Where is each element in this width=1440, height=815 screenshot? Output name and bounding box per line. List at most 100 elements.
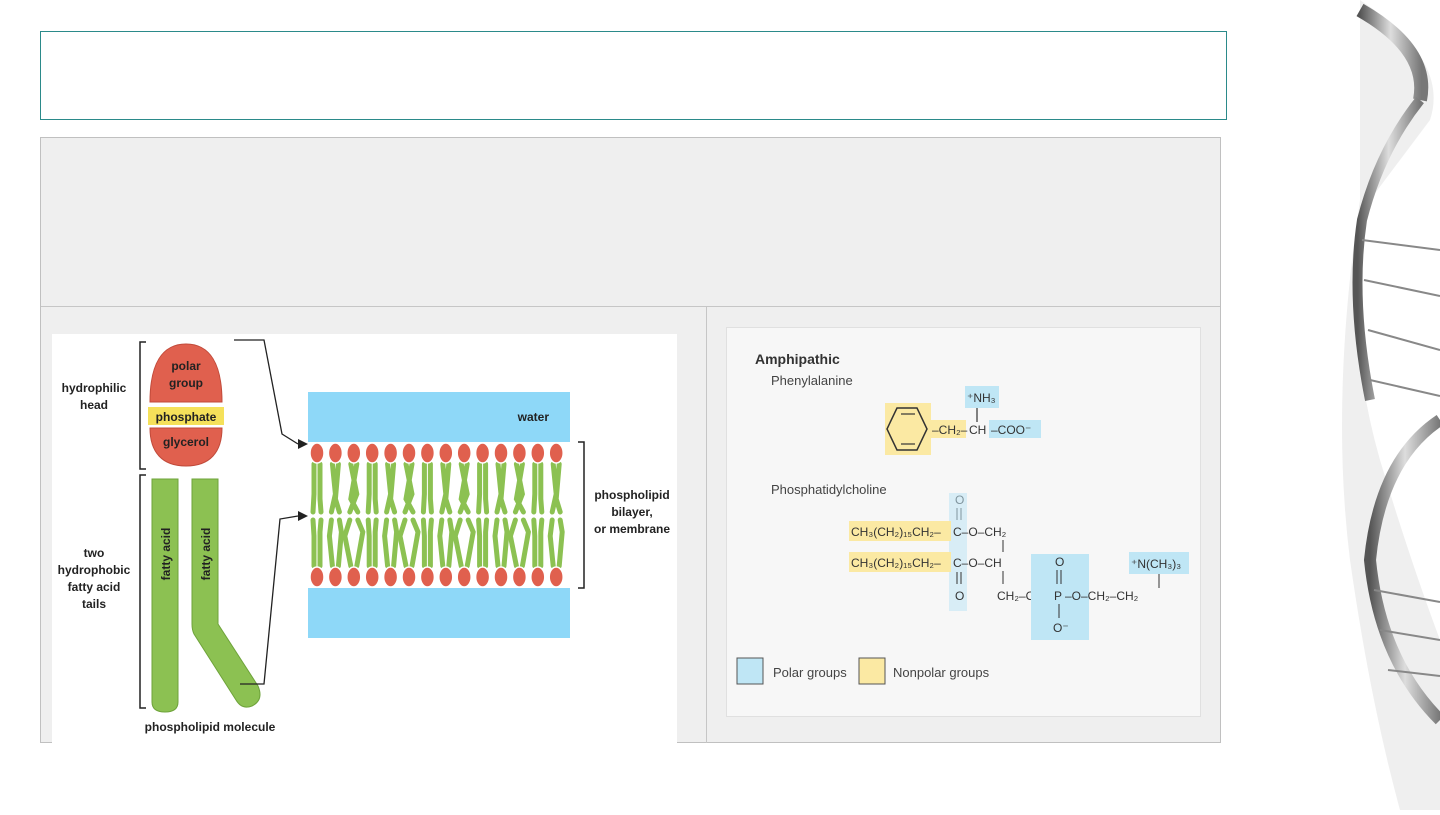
lipid-head-top	[401, 442, 417, 464]
lipid-tail-top	[549, 461, 563, 515]
lipid-tail-top	[384, 461, 398, 515]
chain-2: CH₃(CH₂)₁₅CH₂–	[851, 556, 941, 570]
glycerol-label: glycerol	[163, 435, 209, 449]
lipid-head-top	[309, 442, 325, 464]
lipid-tail-bottom	[452, 517, 476, 569]
lipid-tail-top	[420, 461, 434, 515]
phe-coo: –COO⁻	[991, 423, 1031, 437]
header-divider	[41, 306, 1220, 307]
lipid-head-bottom	[364, 566, 380, 588]
lipid-tail-bottom	[437, 517, 455, 569]
lipid-tail-bottom	[397, 517, 421, 569]
lipid-head-bottom	[511, 566, 528, 588]
ester-1: C–O–CH₂	[953, 525, 1007, 539]
lipid-tail-top	[531, 461, 545, 515]
lipid-tail-bottom	[342, 517, 366, 569]
lipid-tail-bottom	[310, 517, 324, 569]
lipid-tail-top	[439, 461, 453, 515]
lipid-head-bottom	[456, 566, 472, 588]
legend-polar-swatch	[736, 657, 764, 685]
lipid-head-bottom	[401, 566, 417, 588]
lipid-head-top	[493, 442, 509, 464]
bilayer-label-2: bilayer,	[611, 505, 652, 519]
polar-head-shape	[149, 343, 223, 403]
tails-label-4: tails	[82, 597, 106, 611]
amphipathic-figure: Amphipathic Phenylalanine –CH₂– CH ⁺NH₃ …	[726, 327, 1201, 717]
lipid-head-bottom	[474, 566, 491, 588]
lipid-head-top	[364, 442, 380, 464]
lipid-head-top	[382, 442, 399, 464]
fatty-acid-label-1: fatty acid	[159, 528, 173, 581]
lipid-head-top	[511, 442, 528, 464]
amphipathic-heading: Amphipathic	[755, 351, 840, 367]
lipid-head-top	[419, 442, 436, 464]
title-placeholder	[40, 31, 1227, 120]
hydrophilic-label-2: head	[80, 398, 108, 412]
svg-text:O: O	[955, 589, 964, 603]
chain-1: CH₃(CH₂)₁₅CH₂–	[851, 525, 941, 539]
lipid-head-top	[438, 442, 454, 464]
lipid-tail-bottom	[326, 517, 344, 569]
decorative-helix-image	[1340, 0, 1440, 810]
content-panel: hydrophilic head two hydrophobic fatty a…	[40, 137, 1221, 744]
lipid-head-bottom	[438, 566, 454, 588]
phosphorus: P	[1054, 589, 1062, 603]
backbone: CH₂–O–	[997, 589, 1042, 603]
tails-label-2: hydrophobic	[58, 563, 131, 577]
phosphatidylcholine-label: Phosphatidylcholine	[771, 482, 887, 497]
phosphate-polar-box	[1031, 554, 1089, 640]
phosphate-o-bottom: O⁻	[1053, 621, 1069, 635]
phospholipid-figure: hydrophilic head two hydrophobic fatty a…	[52, 334, 677, 744]
lipid-tail-top	[476, 461, 490, 515]
bilayer-band	[308, 442, 570, 588]
molecule-caption: phospholipid molecule	[145, 720, 276, 734]
lipid-tail-top	[310, 461, 324, 515]
bilayer-label-3: or membrane	[594, 522, 670, 536]
lipid-tail-top	[402, 461, 416, 515]
choline-link: –O–CH₂–CH₂	[1065, 589, 1139, 603]
lipid-head-bottom	[530, 566, 546, 588]
fatty-acid-tail-2	[191, 478, 261, 708]
lipid-tail-bottom	[507, 517, 531, 569]
phe-nh3: ⁺NH₃	[967, 391, 996, 405]
lipid-tail-bottom	[382, 517, 400, 569]
fatty-acid-tail-1	[151, 478, 179, 713]
column-divider	[706, 307, 707, 743]
lipid-head-top	[327, 442, 344, 464]
phosphate-band	[148, 407, 224, 425]
tails-label-1: two	[84, 546, 105, 560]
bilayer-label-1: phospholipid	[594, 488, 669, 502]
lipid-tail-bottom	[492, 517, 510, 569]
lipid-tail-bottom	[531, 517, 545, 569]
lipid-tail-bottom	[420, 517, 434, 569]
choline-head: ⁺N(CH₃)₃	[1131, 557, 1181, 571]
lipid-head-top	[530, 442, 546, 464]
lipid-tail-top	[328, 461, 342, 515]
polar-label: polar	[171, 359, 201, 373]
ester-2: C–O–CH	[953, 556, 1002, 570]
lipid-head-bottom	[548, 566, 564, 588]
phe-ch2: –CH₂–	[932, 423, 968, 437]
lipid-bilayer	[308, 442, 570, 588]
lipid-head-top	[474, 442, 491, 464]
lipid-tail-bottom	[476, 517, 490, 569]
phenylalanine-label: Phenylalanine	[771, 373, 853, 388]
lipid-head-top	[456, 442, 472, 464]
lipid-tail-top	[494, 461, 508, 515]
lipid-tail-top	[365, 461, 379, 515]
lipid-tail-top	[347, 461, 361, 515]
legend-nonpolar-label: Nonpolar groups	[893, 665, 990, 680]
hydrophilic-label-1: hydrophilic	[62, 381, 127, 395]
lipid-tail-bottom	[547, 517, 565, 569]
lipid-head-top	[548, 442, 564, 464]
lipid-head-top	[346, 442, 362, 464]
lipid-head-bottom	[382, 566, 399, 588]
group-label: group	[169, 376, 203, 390]
lipid-tail-top	[512, 461, 526, 515]
lipid-head-bottom	[327, 566, 344, 588]
phosphate-o-top: O	[1055, 555, 1064, 569]
lipid-head-bottom	[309, 566, 325, 588]
legend-polar-label: Polar groups	[773, 665, 847, 680]
fatty-acid-label-2: fatty acid	[199, 528, 213, 581]
lipid-head-bottom	[493, 566, 509, 588]
